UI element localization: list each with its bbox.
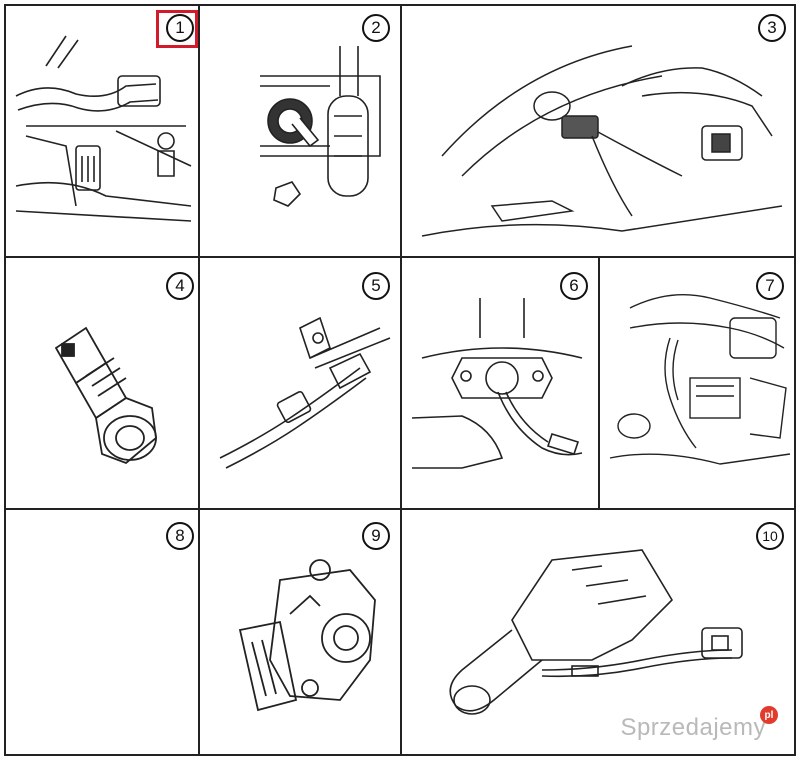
panel-number-7: 7 <box>756 272 784 300</box>
panel-3: 3 <box>400 4 796 258</box>
panel-1-highlight-frame <box>156 10 198 48</box>
watermark-text: Sprzedajemy <box>620 714 766 741</box>
panel-4-illustration <box>54 326 157 465</box>
panel-number-8: 8 <box>166 522 194 550</box>
panel-9: 9 <box>198 508 402 756</box>
panel-10-illustration <box>449 549 743 715</box>
panel-1: 1 <box>4 4 200 258</box>
panel-number-4: 4 <box>166 272 194 300</box>
panel-1-illustration <box>15 35 192 222</box>
panel-5: 5 <box>198 256 402 510</box>
panel-2-illustration <box>260 46 381 207</box>
panel-number-9: 9 <box>362 522 390 550</box>
panel-5-illustration <box>219 316 391 469</box>
panel-number-5: 5 <box>362 272 390 300</box>
panel-3-illustration <box>421 45 783 237</box>
panel-number-3: 3 <box>758 14 786 42</box>
panel-number-10: 10 <box>756 522 784 550</box>
panel-number-6: 6 <box>560 272 588 300</box>
panel-number-1: 1 <box>166 14 194 42</box>
panel-7-illustration <box>609 294 791 465</box>
panel-8: 8 <box>4 508 200 756</box>
watermark-badge: pl <box>760 706 778 724</box>
panel-7: 7 <box>598 256 796 510</box>
panel-2: 2 <box>198 4 402 258</box>
panel-10: 10 <box>400 508 796 756</box>
panel-6: 6 <box>400 256 600 510</box>
panel-6-illustration <box>411 298 583 469</box>
panel-number-2: 2 <box>362 14 390 42</box>
panel-4: 4 <box>4 256 200 510</box>
panel-9-illustration <box>238 559 376 712</box>
